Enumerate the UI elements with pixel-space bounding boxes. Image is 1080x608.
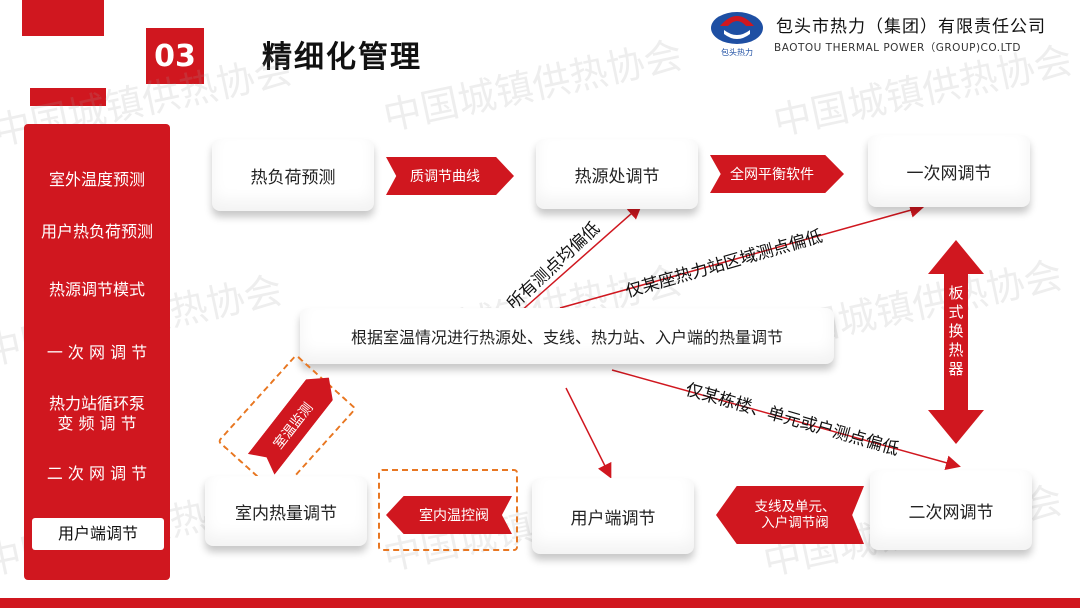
dashed-frame-valve	[378, 469, 518, 551]
footer-bar	[0, 598, 1080, 608]
company-name-en: BAOTOU THERMAL POWER（GROUP)CO.LTD	[774, 42, 1021, 54]
sidebar-item-primary-network[interactable]: 一 次 网 调 节	[46, 343, 148, 362]
sidebar-item-pump-line2: 变 频 调 节	[57, 414, 137, 433]
watermark: 中国城镇供热协会	[379, 32, 686, 140]
sidebar-item-pump-line1: 热力站循环泵	[48, 394, 145, 413]
sidebar-item-pump-frequency[interactable]: 热力站循环泵 变 频 调 节	[24, 394, 170, 434]
arrow-branch-valve: 支线及单元、 入户调节阀	[716, 486, 864, 544]
sidebar: 室外温度预测 用户热负荷预测 热源调节模式 一 次 网 调 节 热力站循环泵 变…	[24, 124, 170, 580]
sidebar-item-user-load[interactable]: 用户热负荷预测	[40, 222, 153, 241]
box-secondary-network: 二次网调节	[870, 470, 1032, 550]
arrow-quality-curve: 质调节曲线	[386, 157, 514, 195]
section-number-badge: 03	[146, 28, 204, 84]
arrow-balance-software: 全网平衡软件	[710, 155, 844, 193]
box-heat-source: 热源处调节	[536, 139, 698, 209]
sidebar-item-outdoor-temp[interactable]: 室外温度预测	[48, 170, 145, 189]
sidebar-item-secondary-network[interactable]: 二 次 网 调 节	[46, 464, 148, 483]
sidebar-item-heat-source-mode[interactable]: 热源调节模式	[48, 280, 145, 299]
company-logo-icon: 包头热力	[711, 12, 763, 57]
header-red-strip	[30, 88, 106, 106]
svg-text:包头热力: 包头热力	[721, 47, 753, 57]
arrow-branch-valve-line2: 入户调节阀	[761, 515, 829, 531]
box-center-adjustment: 根据室温情况进行热源处、支线、热力站、入户端的热量调节	[300, 308, 834, 364]
company-name-cn: 包头市热力（集团）有限责任公司	[776, 17, 1046, 37]
arrow-indoor-valve: 室内温控阀	[386, 496, 512, 534]
plate-exchanger-double-arrow	[928, 240, 984, 444]
header-red-block	[22, 0, 104, 36]
box-load-forecast: 热负荷预测	[212, 139, 374, 211]
label-plate-exchanger: 板式换热器	[948, 284, 964, 378]
sidebar-item-user-end[interactable]: 用户端调节	[32, 518, 164, 550]
page-title: 精细化管理	[262, 40, 422, 75]
box-primary-network: 一次网调节	[868, 135, 1030, 207]
box-indoor-heat: 室内热量调节	[205, 476, 367, 546]
arrow-branch-valve-line1: 支线及单元、	[754, 498, 836, 515]
box-user-end: 用户端调节	[532, 478, 694, 554]
connector-to-user-end	[565, 387, 612, 479]
note-building-low: 仅某栋楼、单元或户测点偏低	[683, 379, 902, 460]
